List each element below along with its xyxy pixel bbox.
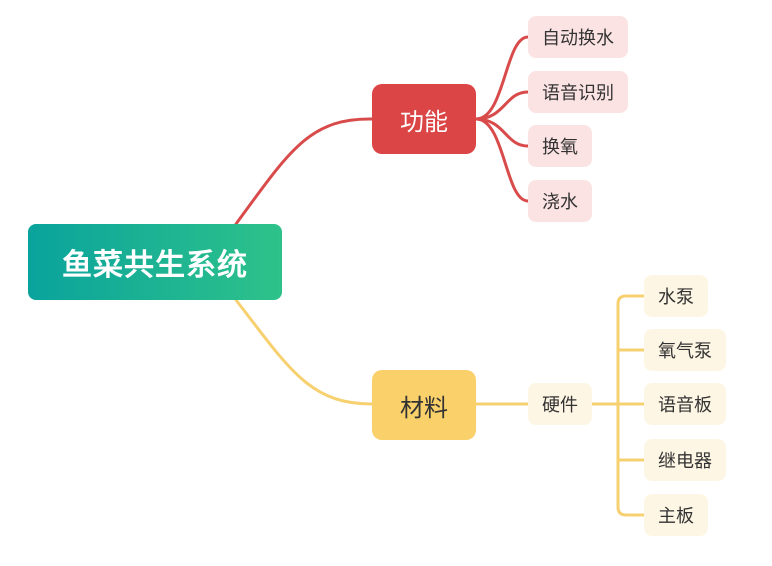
leaf-function-1[interactable]: 自动换水	[528, 16, 628, 58]
leaf-hardware-1[interactable]: 水泵	[644, 275, 708, 317]
branch-functions[interactable]: 功能	[372, 84, 476, 154]
leaf-hardware-3[interactable]: 语音板	[644, 383, 726, 425]
leaf-hardware-5[interactable]: 主板	[644, 494, 708, 536]
leaf-function-3[interactable]: 换氧	[528, 125, 592, 167]
connector-func-1	[474, 35, 530, 121]
connector-root-functions	[234, 117, 374, 226]
leaf-function-4[interactable]: 浇水	[528, 180, 592, 222]
branch-materials[interactable]: 材料	[372, 370, 476, 440]
connector-func-4	[474, 117, 530, 203]
leaf-hardware-2[interactable]: 氧气泵	[644, 329, 726, 371]
connector-root-materials	[234, 298, 374, 406]
leaf-function-2[interactable]: 语音识别	[528, 71, 628, 113]
root-node[interactable]: 鱼菜共生系统	[28, 224, 282, 300]
leaf-hardware-4[interactable]: 继电器	[644, 439, 726, 481]
sub-branch-hardware[interactable]: 硬件	[528, 383, 592, 425]
